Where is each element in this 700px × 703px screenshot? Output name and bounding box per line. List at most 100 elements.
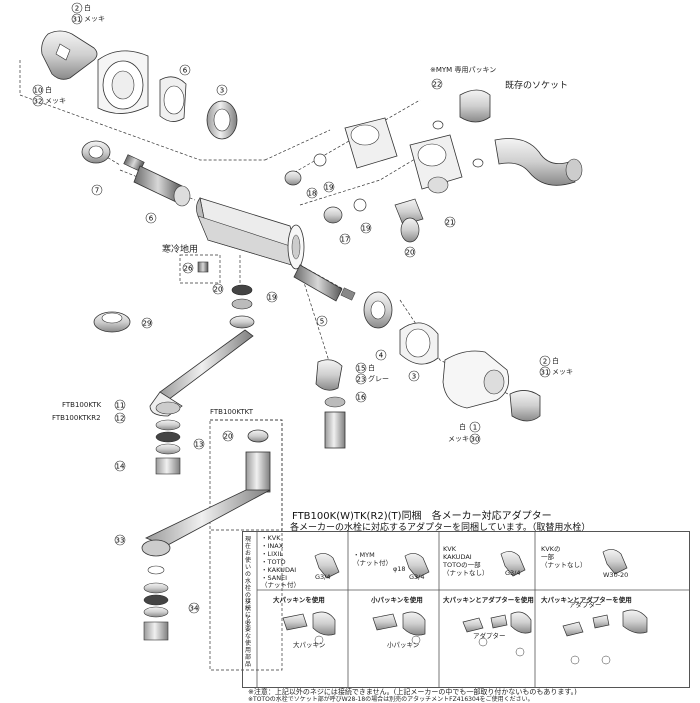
callout-4-label: 4 (379, 352, 384, 360)
cap-part-29 (93, 311, 131, 333)
callout-22-label: 20 (406, 249, 415, 257)
callout-10-label: 10 (34, 87, 43, 95)
callout-6b-label: 6 (149, 215, 154, 223)
col2-parts-note: 小パッキン (387, 641, 420, 649)
cold-region-plug (197, 261, 209, 273)
col2-usage: 小パッキンを使用 (371, 596, 423, 604)
callout-31: 31 (71, 13, 83, 25)
label-white-2: 白 (84, 4, 91, 12)
col2-maker-2: （ナット付） (353, 559, 392, 567)
footnote-2: ※TOTOの水栓でソケット部が呼びW28-18の場合は別売のアタッチメントFZ4… (248, 696, 534, 703)
col1-maker-1: ・KVK (261, 534, 281, 542)
part-number-callouts: 2 31 10 32 6 3 7 6 5 20 19 29 26 11 12 1… (32, 2, 551, 614)
callout-6a: 6 (179, 64, 191, 76)
callout-3b: 3 (408, 370, 420, 382)
callout-12: 12 (114, 412, 126, 424)
callout-30: 30 (469, 433, 481, 445)
callout-5-label: 5 (320, 318, 324, 326)
callout-7: 7 (91, 184, 103, 196)
cold-region-box (179, 254, 221, 284)
callout-2b: 2 (539, 355, 551, 367)
model-ftb100ktk: FTB100KTK (62, 401, 102, 409)
callout-11: 11 (114, 399, 126, 411)
lever-handle-assembly (41, 30, 238, 164)
col1-maker-2: ・INAX (261, 542, 284, 550)
label-cold-region: 寒冷地用 (162, 245, 199, 255)
col1-spec: G3/4 (315, 573, 331, 581)
col4-maker-2: 一部 (541, 553, 554, 561)
callout-21a-label: 19 (325, 184, 334, 192)
callout-26-label: 26 (184, 265, 193, 273)
connection-nuts (284, 120, 484, 243)
faucet-main-body (196, 197, 305, 270)
callout-32-label: 32 (34, 98, 43, 106)
callout-25-label: 23 (357, 376, 366, 384)
callout-21b: 19 (360, 222, 372, 234)
callout-7-label: 7 (95, 187, 99, 195)
adjust-ring (363, 291, 393, 329)
callout-1-label: 1 (473, 424, 477, 432)
callout-34-label: 34 (190, 605, 199, 613)
adapter-section-title: FTB100K(W)TK(R2)(T)同梱 各メーカー対応アダプター (292, 511, 552, 522)
callout-11-label: 11 (116, 402, 125, 410)
col3-usage: 大パッキンとアダプターを使用 (443, 596, 534, 604)
callout-26: 26 (182, 262, 194, 274)
callout-24-label: 22 (433, 81, 442, 89)
label-plated-30: メッキ (448, 435, 469, 443)
col2-maker-1: ・MYM (353, 551, 375, 559)
spout-ftb100ktkt (141, 429, 271, 641)
callout-29-label: 29 (143, 320, 152, 328)
callout-31b: 31 (539, 366, 551, 378)
label-existing-socket: 既存のソケット (505, 81, 569, 91)
callout-14: 14 (114, 460, 126, 472)
callout-6b: 6 (145, 212, 157, 224)
callout-1: 1 (469, 421, 481, 433)
col1-maker-7: （ナット付） (261, 581, 300, 589)
col4-maker-3: （ナットなし） (541, 561, 587, 569)
col3-maker-2: KAKUDAI (443, 553, 472, 561)
callout-4: 4 (375, 349, 387, 361)
callout-19: 17 (339, 233, 351, 245)
callout-16b: 20 (222, 430, 234, 442)
thermo-cartridge (293, 264, 356, 302)
callout-17: 15 (355, 362, 367, 374)
adapter-table-grid (256, 532, 689, 687)
footnote-1: ※注意：上記以外のネジには接続できません。(上記メーカーの中でも一部取り付かない… (248, 688, 577, 696)
callout-13: 13 (193, 438, 205, 450)
adapter-table: 現在お使いの水栓のソケット 接続に必要な使用部品 ・KVK ・INAX ・LIX… (242, 531, 690, 688)
label-white-10: 白 (45, 86, 52, 94)
aerator-parts (155, 419, 181, 475)
ftb100ktkt-dashed-box (209, 419, 283, 671)
col1-maker-6: ・SANEI (261, 574, 288, 582)
cartridge-part (123, 154, 191, 207)
col1-usage: 大パッキンを使用 (273, 596, 325, 604)
col3-maker-1: KVK (443, 545, 456, 553)
callout-3a: 3 (216, 84, 228, 96)
label-white-2b: 白 (552, 357, 559, 365)
col2-spec2: φ18 (393, 565, 406, 573)
label-plated-32: メッキ (45, 97, 66, 105)
callout-22: 20 (404, 246, 416, 258)
col1-parts-note: 大パッキン (293, 641, 326, 649)
callout-20-label: 18 (308, 190, 317, 198)
col1-maker-5: ・KAKUDAI (261, 566, 297, 574)
callout-14-label: 14 (116, 463, 125, 471)
label-plated-31: メッキ (84, 15, 105, 23)
callout-31b-label: 31 (541, 369, 550, 377)
label-white-17: 白 (368, 364, 375, 372)
callout-5: 5 (316, 315, 328, 327)
callout-13-label: 13 (195, 441, 204, 449)
col3-maker-4: （ナットなし） (443, 569, 489, 577)
model-ftb100ktkr2: FTB100KTKR2 (52, 414, 101, 422)
model-ftb100ktkt: FTB100KTKT (210, 408, 253, 416)
callout-21a: 19 (323, 181, 335, 193)
row-header-socket: 現在お使いの水栓のソケット (245, 536, 252, 627)
handle-base-part (399, 322, 439, 365)
col3-spec: G3/4 (505, 569, 521, 577)
label-gray-25: グレー (368, 375, 389, 383)
col1-maker-4: ・TOTO (261, 558, 286, 566)
callout-18: 16 (355, 391, 367, 403)
callout-16b-label: 20 (224, 433, 233, 441)
col4-maker-1: KVKの (541, 545, 561, 553)
